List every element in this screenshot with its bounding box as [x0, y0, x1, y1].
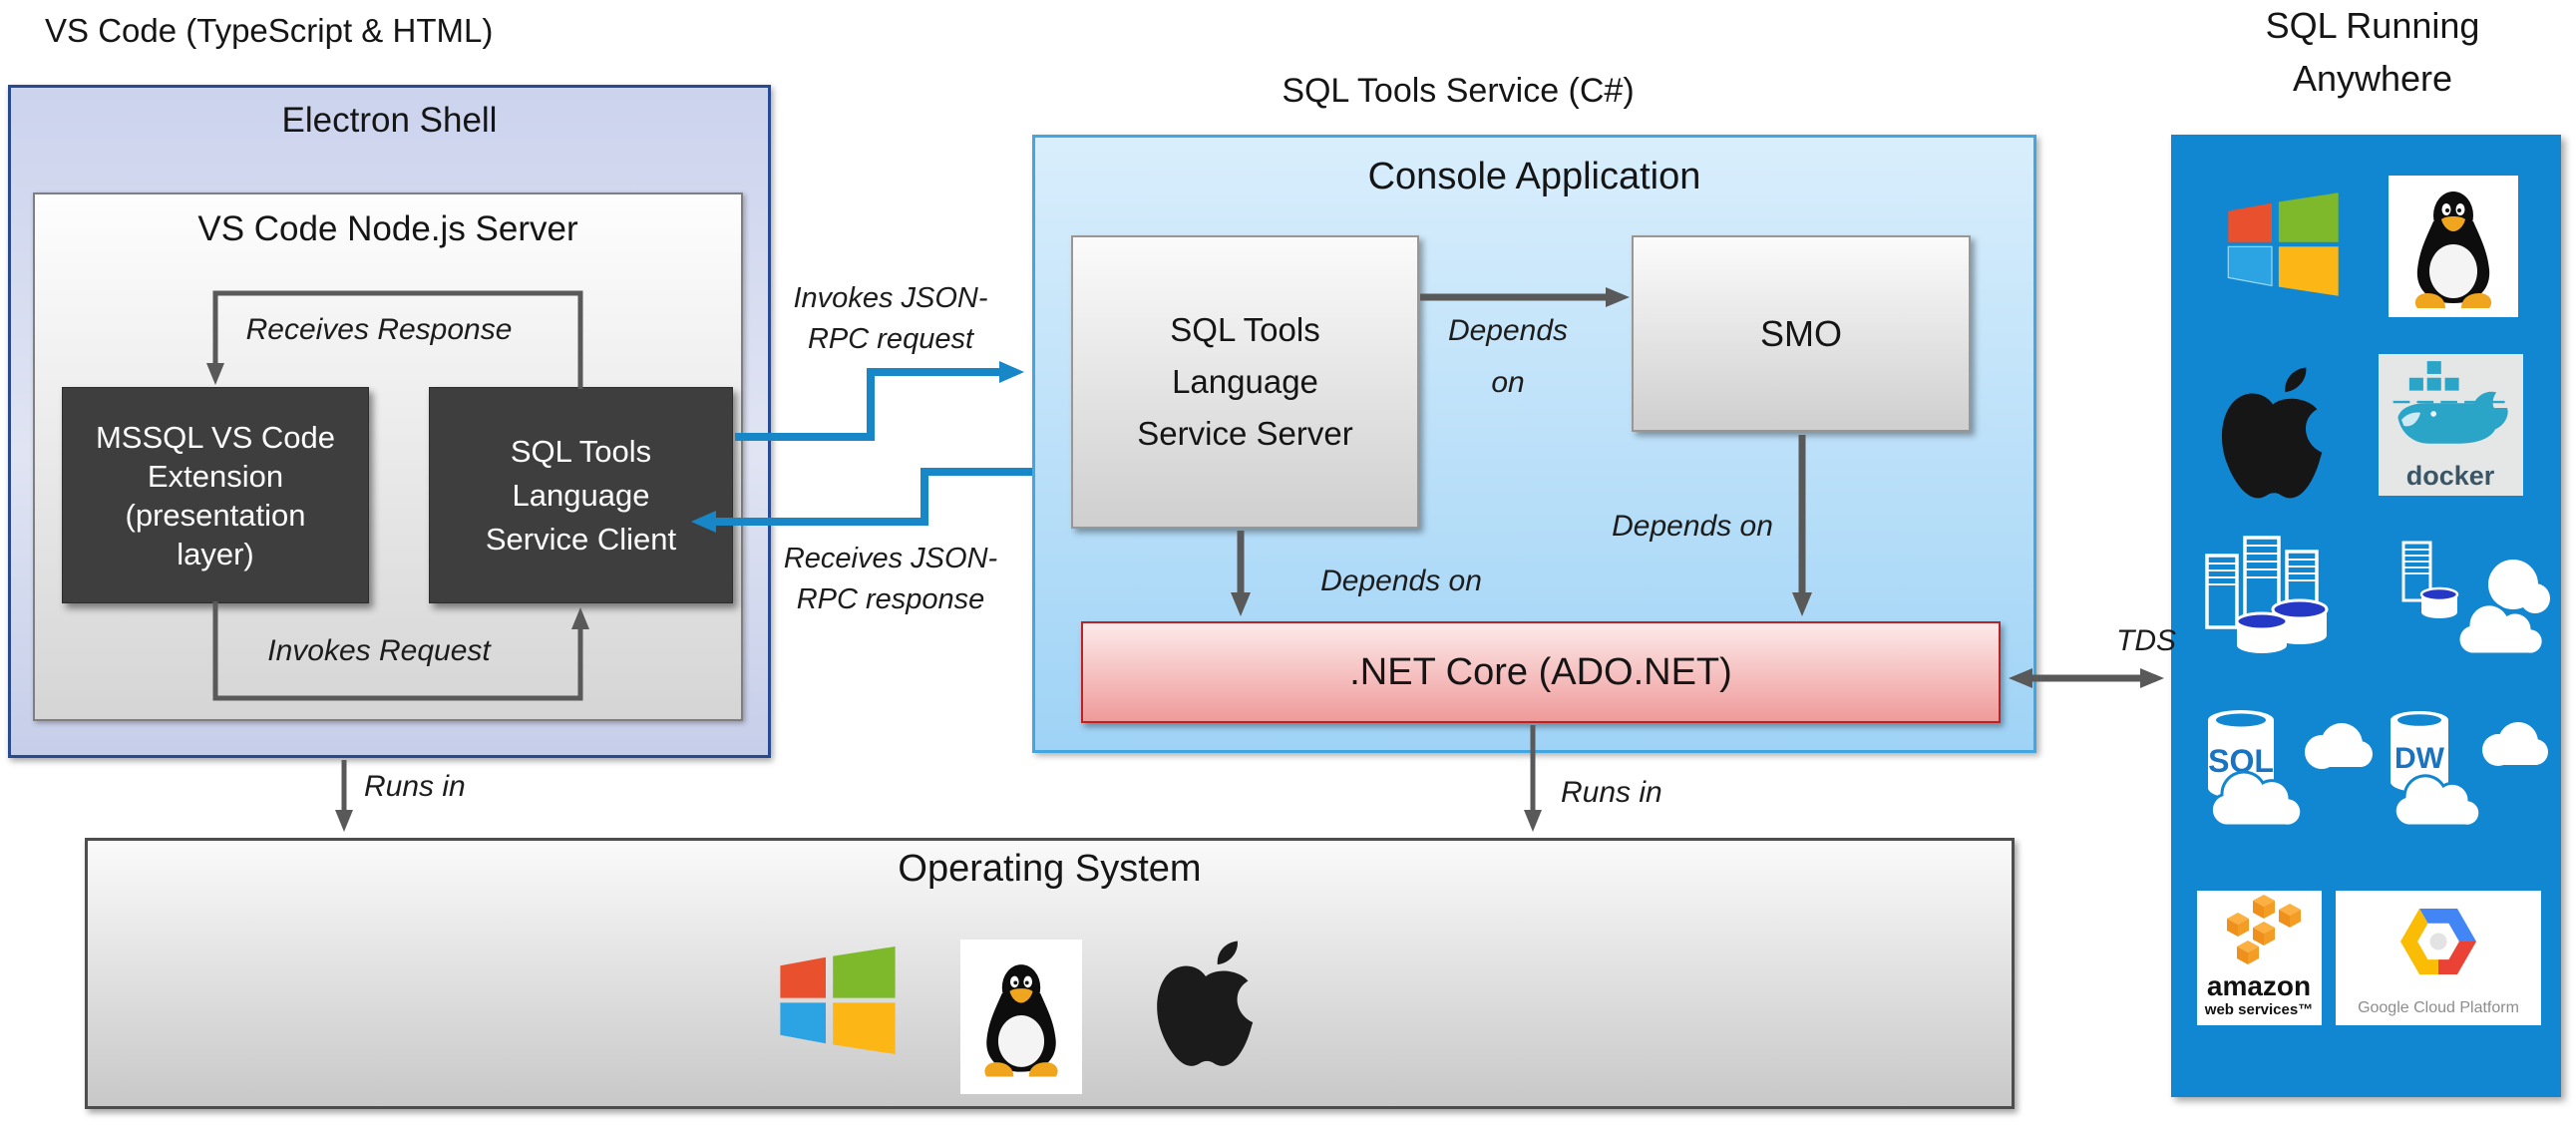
google-cloud-platform-icon: Google Cloud Platform: [2358, 909, 2519, 1016]
apple-icon: [2221, 367, 2323, 499]
server-cloud-icon: [2401, 541, 2550, 656]
smo-label: SMO: [1759, 312, 1842, 354]
invokes-request-label: Invokes Request: [267, 634, 491, 667]
docker-tile: docker: [2379, 354, 2523, 496]
console-application-title: Console Application: [1367, 156, 1701, 197]
mssql-extension-line: (presentation: [125, 497, 306, 533]
client-line: Language: [512, 477, 650, 513]
language-service-server-box: SQL Tools Language Service Server: [1071, 235, 1419, 529]
dw-label: DW: [2394, 742, 2445, 775]
client-line: Service Client: [485, 521, 677, 557]
receives-jsonrpc-label-line2: RPC response: [796, 583, 985, 615]
aws-icon: amazon web services™: [2204, 895, 2313, 1018]
docker-icon: [2392, 359, 2509, 444]
windows-icon: [780, 946, 896, 1054]
tds-label: TDS: [2116, 624, 2176, 657]
node-server-title: VS Code Node.js Server: [197, 209, 578, 248]
mssql-extension-line: Extension: [147, 458, 284, 494]
dotnet-core-box: .NET Core (ADO.NET): [1081, 621, 2001, 723]
runs-in-label-left: Runs in: [364, 770, 466, 803]
vscode-heading: VS Code (TypeScript & HTML): [45, 12, 494, 49]
receives-jsonrpc-label-line1: Receives JSON-: [783, 543, 998, 574]
invokes-jsonrpc-label-line2: RPC request: [807, 323, 974, 355]
operating-system-title: Operating System: [898, 848, 1202, 890]
sqltools-heading: SQL Tools Service (C#): [1282, 72, 1635, 110]
docker-label: docker: [2406, 461, 2495, 491]
depends-on-label-line1: Depends: [1447, 314, 1569, 347]
linux-tux-icon: [2414, 191, 2492, 308]
aws-wordmark: amazon: [2207, 970, 2311, 1001]
smo-box: SMO: [1632, 235, 1971, 432]
gcp-tile: Google Cloud Platform: [2336, 891, 2541, 1025]
azure-dw-cloud-icon: DW: [2391, 711, 2548, 828]
server-line: Service Server: [1137, 415, 1353, 452]
apple-icon: [1157, 941, 1254, 1066]
server-line: SQL Tools: [1170, 311, 1320, 348]
electron-shell-title: Electron Shell: [281, 101, 498, 140]
runs-in-label-center: Runs in: [1561, 776, 1662, 809]
azure-sql-db-cloud-icon: SQL: [2208, 710, 2373, 828]
invokes-jsonrpc-arrow: [735, 361, 1024, 441]
mssql-extension-line: MSSQL VS Code: [95, 419, 336, 455]
mssql-extension-box: MSSQL VS Code Extension (presentation la…: [62, 387, 369, 603]
depends-on-label: Depends on: [1612, 510, 1773, 543]
windows-icon: [2227, 192, 2339, 296]
sql-anywhere-heading-line1: SQL Running: [2265, 5, 2480, 46]
language-service-client-box: SQL Tools Language Service Client: [429, 387, 733, 603]
depends-on-label: Depends on: [1320, 565, 1482, 597]
linux-tux-tile: [960, 940, 1082, 1094]
client-line: SQL Tools: [510, 433, 652, 469]
aws-wordmark-sub: web services™: [2204, 1001, 2313, 1018]
docker-wordmark: docker: [2406, 461, 2495, 491]
mssql-extension-line: layer): [177, 536, 254, 571]
dotnet-core-label: .NET Core (ADO.NET): [1349, 650, 1732, 693]
server-line: Language: [1172, 363, 1318, 400]
gcp-wordmark: Google Cloud Platform: [2358, 999, 2519, 1016]
depends-on-label-line2: on: [1491, 366, 1525, 399]
linux-tux-icon: [984, 964, 1058, 1077]
receives-response-label: Receives Response: [245, 313, 513, 346]
aws-tile: amazon web services™: [2197, 891, 2322, 1025]
sql-anywhere-heading-line2: Anywhere: [2292, 58, 2453, 99]
sql-servers-icon: [2205, 536, 2329, 653]
linux-tux-tile: [2389, 176, 2518, 317]
invokes-jsonrpc-label-line1: Invokes JSON-: [793, 282, 988, 314]
